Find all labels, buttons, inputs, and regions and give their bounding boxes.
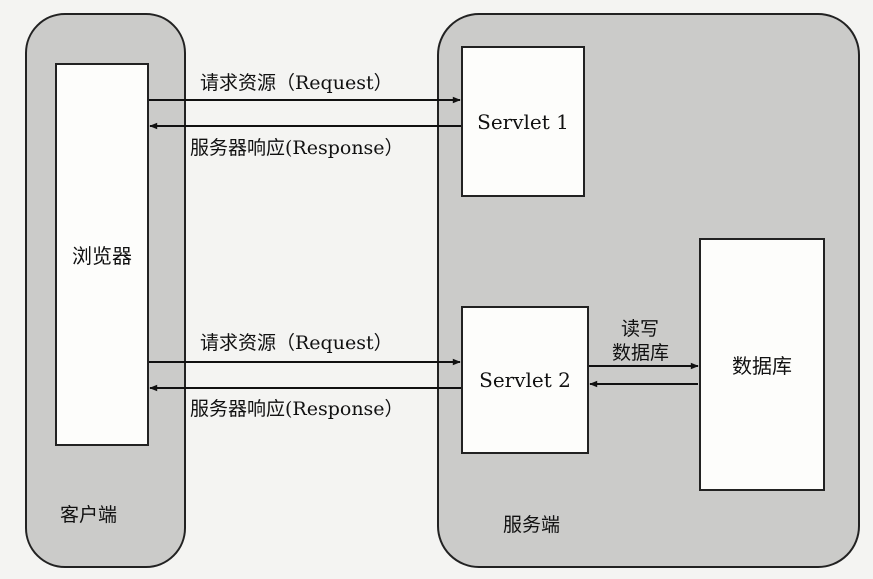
servlet2-box: Servlet 2 bbox=[461, 306, 589, 454]
servlet1-box: Servlet 1 bbox=[461, 46, 585, 197]
browser-box: 浏览器 bbox=[55, 63, 149, 446]
readwrite-label-line2: 数据库 bbox=[612, 342, 670, 364]
server-label: 服务端 bbox=[503, 514, 561, 536]
database-box: 数据库 bbox=[699, 238, 825, 491]
response2-label: 服务器响应(Response） bbox=[190, 398, 404, 420]
servlet2-label: Servlet 2 bbox=[479, 368, 571, 392]
browser-label: 浏览器 bbox=[72, 244, 132, 268]
database-label: 数据库 bbox=[732, 354, 792, 378]
request1-label: 请求资源（Request） bbox=[200, 72, 393, 94]
response1-label: 服务器响应(Response） bbox=[190, 137, 404, 159]
client-label: 客户端 bbox=[60, 504, 118, 526]
request2-label: 请求资源（Request） bbox=[200, 332, 393, 354]
servlet1-label: Servlet 1 bbox=[477, 109, 569, 134]
readwrite-label-line1: 读写 bbox=[621, 318, 660, 340]
